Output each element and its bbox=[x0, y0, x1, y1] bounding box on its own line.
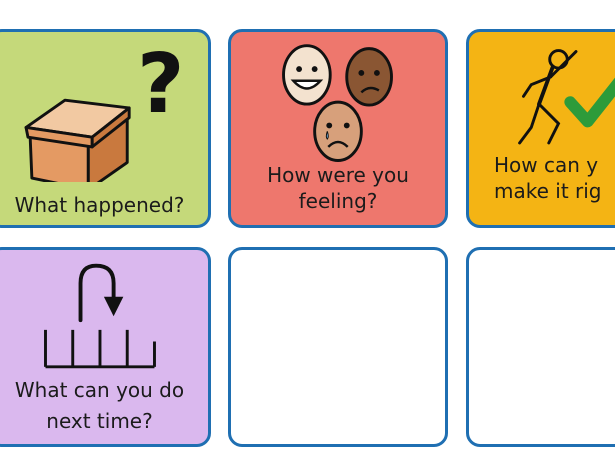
card-what-can-you-do-next-time[interactable]: What can you do next time? bbox=[0, 247, 211, 447]
card-label-line1: How were you bbox=[267, 163, 409, 187]
card-label-line1: What can you do bbox=[14, 378, 185, 402]
svg-text:?: ? bbox=[137, 37, 184, 132]
loop-arrow-icon bbox=[44, 263, 156, 369]
box-question-icon: ? bbox=[24, 37, 184, 182]
card-label: What happened? bbox=[14, 193, 185, 217]
card-empty[interactable] bbox=[466, 247, 615, 447]
card-label-line2: make it rig bbox=[494, 179, 602, 203]
card-what-happened[interactable]: ? What happened? bbox=[0, 29, 211, 228]
card-how-were-you-feeling[interactable]: How were you feeling? bbox=[228, 29, 448, 228]
card-empty[interactable] bbox=[228, 247, 448, 447]
card-label-line2: feeling? bbox=[298, 189, 378, 213]
person-check-icon bbox=[518, 49, 615, 145]
card-how-can-you-make-it-right[interactable]: How can y make it rig bbox=[466, 29, 615, 228]
faces-icon bbox=[282, 44, 393, 162]
card-label-line1: How can y bbox=[494, 153, 599, 177]
card-label-line2: next time? bbox=[46, 409, 153, 433]
